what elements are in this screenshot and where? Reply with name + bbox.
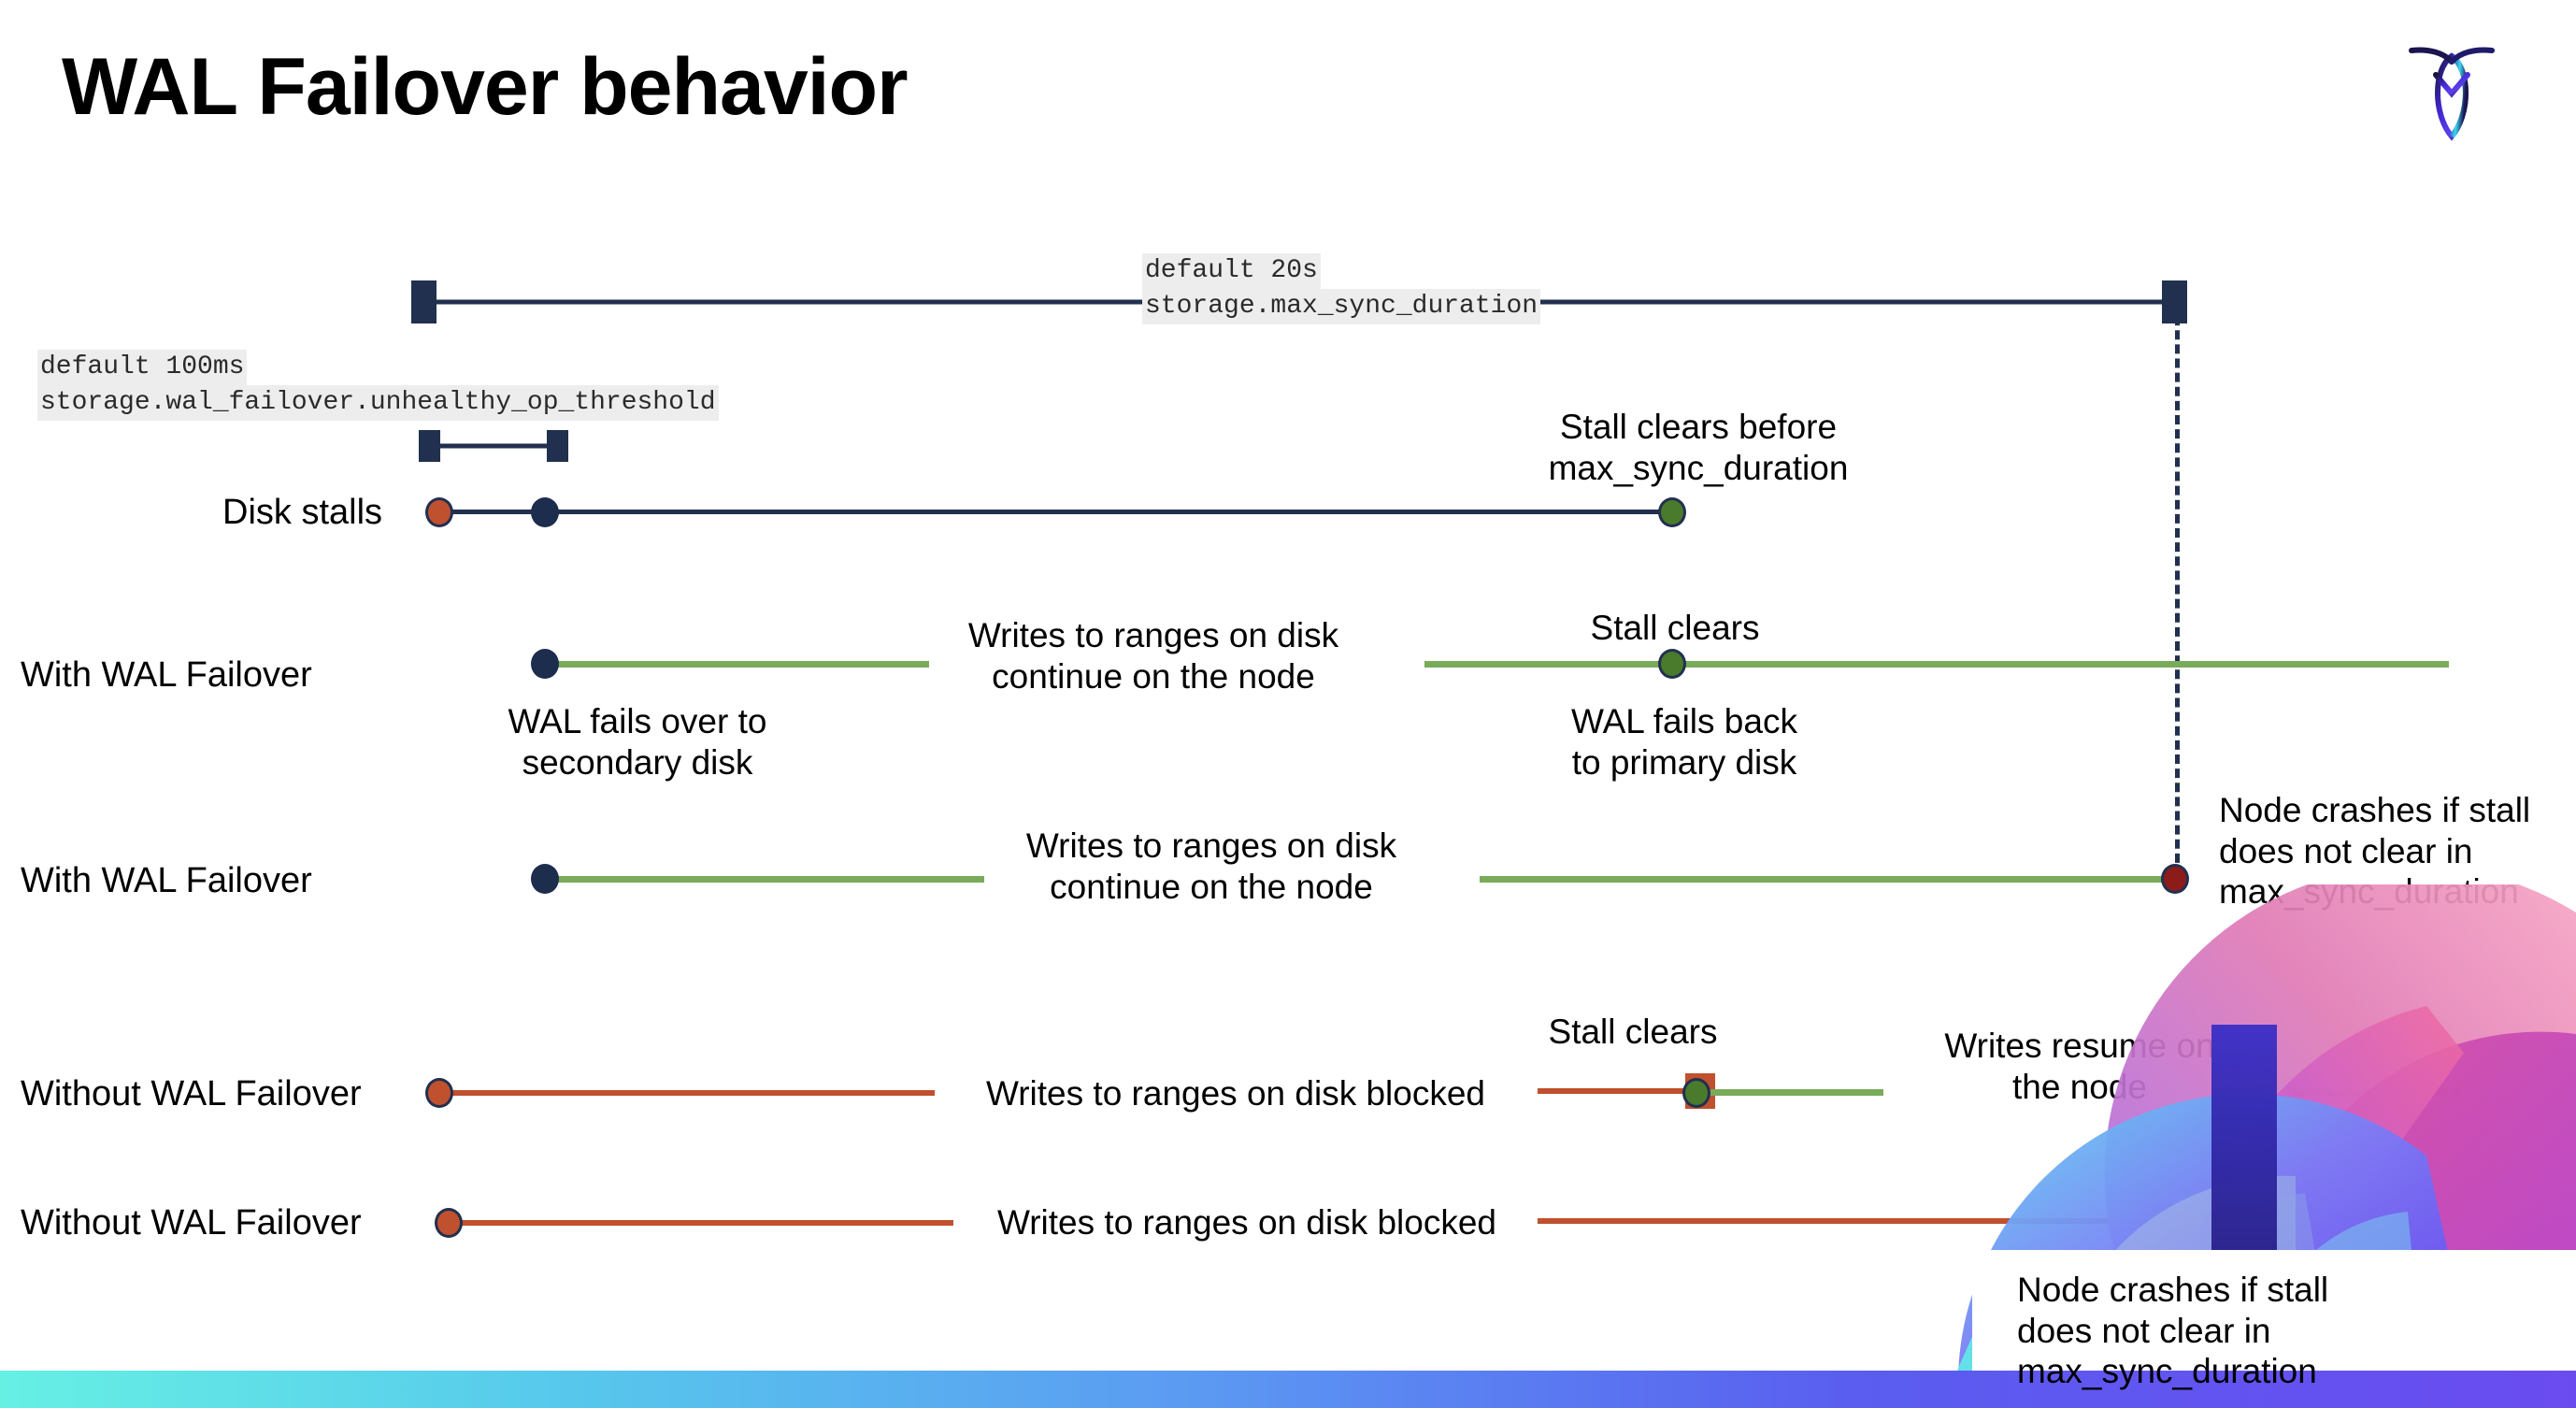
max-sync-setting-name: storage.max_sync_duration bbox=[1142, 288, 1541, 324]
row-label-with-wal-failover-2: With WAL Failover bbox=[21, 861, 312, 900]
disk-stalls-timeline bbox=[437, 510, 1671, 514]
unhealthy-op-threshold-label: default 100ms storage.wal_failover.unhea… bbox=[37, 350, 719, 421]
max-sync-duration-label: default 20s storage.max_sync_duration bbox=[1142, 253, 1541, 324]
note-stall-clears-before-max-sync: Stall clears before max_sync_duration bbox=[1548, 408, 1849, 487]
cockroachdb-logo-icon bbox=[2391, 32, 2512, 153]
without-wal-failover-1-clears-dot bbox=[1682, 1078, 1710, 1108]
note-stall-clears-2: Stall clears bbox=[1548, 1013, 1718, 1051]
with-wal-failover-2-segment-left bbox=[545, 876, 984, 883]
note-writes-continue-1: Writes to ranges on disk continue on the… bbox=[967, 616, 1339, 696]
disk-stall-clears-dot bbox=[1658, 497, 1686, 527]
without-wal-failover-1-resume-segment bbox=[1696, 1089, 1883, 1096]
wal-failover-1-start-dot bbox=[531, 649, 559, 679]
with-wal-failover-1-segment-right bbox=[1424, 661, 2449, 668]
without-wal-failover-2-stall-dot bbox=[435, 1208, 463, 1238]
note-wal-fails-over: WAL fails over to secondary disk bbox=[508, 702, 767, 782]
without-wal-failover-1-blocked-arrow bbox=[1538, 1052, 1764, 1130]
row-label-disk-stalls: Disk stalls bbox=[222, 493, 383, 532]
with-wal-failover-2-segment-right bbox=[1480, 876, 2175, 883]
unhealthy-default-text: default 100ms bbox=[37, 350, 248, 385]
note-writes-blocked-2: Writes to ranges on disk blocked bbox=[996, 1203, 1497, 1242]
max-sync-duration-dashed-line bbox=[2175, 302, 2180, 877]
max-sync-default-text: default 20s bbox=[1142, 253, 1321, 289]
unhealthy-setting-name: storage.wal_failover.unhealthy_op_thresh… bbox=[37, 384, 719, 421]
row-label-without-wal-failover-2: Without WAL Failover bbox=[21, 1203, 362, 1243]
unhealthy-op-threshold-span-arrow bbox=[375, 413, 612, 479]
bottom-gradient-bar bbox=[0, 1371, 2576, 1408]
row-label-without-wal-failover-1: Without WAL Failover bbox=[21, 1074, 362, 1113]
disk-stall-start-dot bbox=[425, 497, 453, 527]
wal-failover-2-start-dot bbox=[531, 864, 559, 894]
note-writes-continue-2: Writes to ranges on disk continue on the… bbox=[1025, 826, 1397, 906]
note-node-crashes-2: Node crashes if stall does not clear in … bbox=[2017, 1271, 2329, 1391]
row-label-with-wal-failover-1: With WAL Failover bbox=[21, 655, 312, 695]
note-stall-clears-1: Stall clears bbox=[1590, 609, 1760, 647]
note-writes-blocked-1: Writes to ranges on disk blocked bbox=[985, 1074, 1486, 1113]
page-title: WAL Failover behavior bbox=[62, 42, 909, 132]
wal-failover-1-stall-clears-dot bbox=[1658, 649, 1686, 679]
without-wal-failover-1-stall-dot bbox=[425, 1078, 453, 1108]
wal-failover-trigger-dot bbox=[531, 497, 559, 527]
wal-failover-2-crash-dot bbox=[2161, 864, 2189, 894]
without-wal-failover-2-blocked-left bbox=[449, 1220, 953, 1226]
without-wal-failover-1-blocked-left bbox=[439, 1090, 935, 1096]
note-wal-fails-back: WAL fails back to primary disk bbox=[1571, 702, 1797, 782]
with-wal-failover-1-segment-left bbox=[545, 661, 929, 668]
